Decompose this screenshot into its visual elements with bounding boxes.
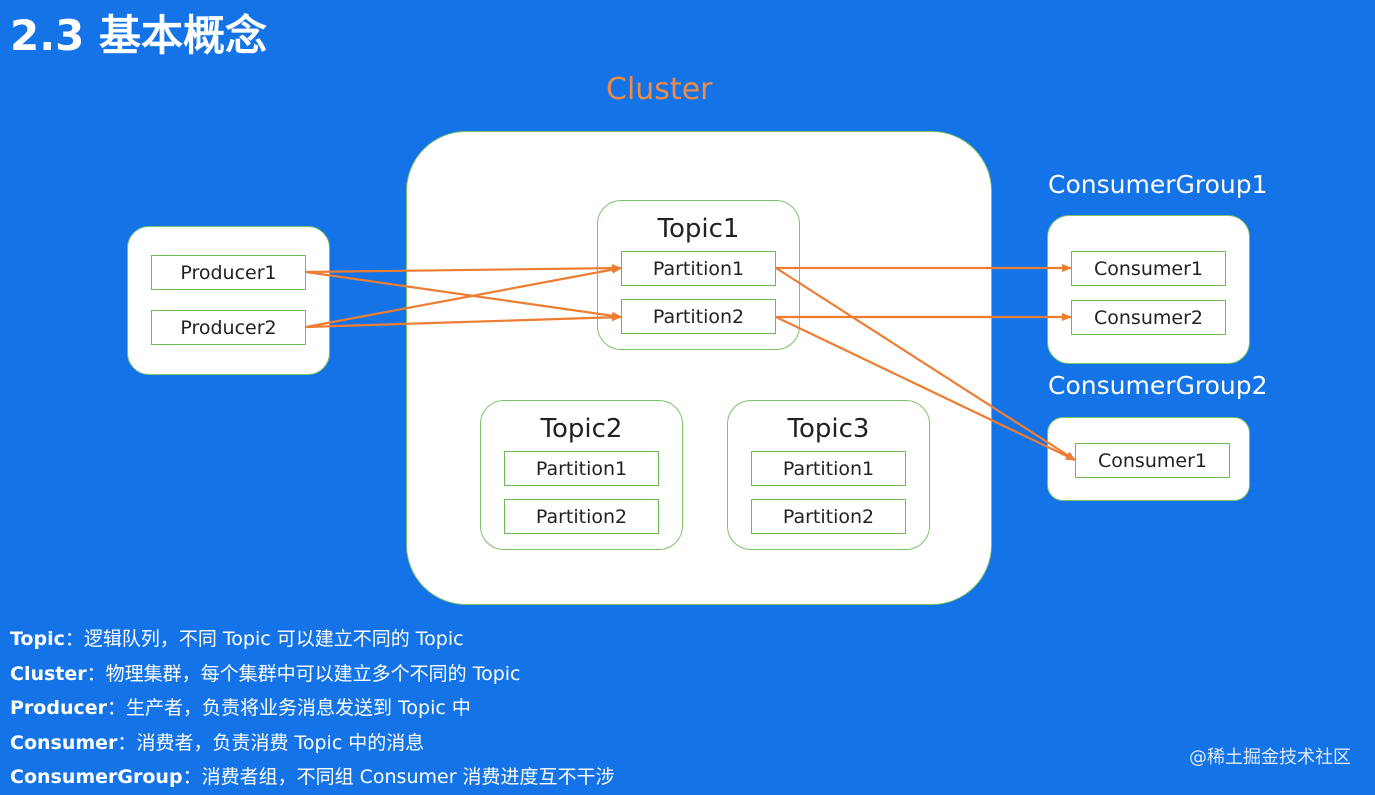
topic2-title: Topic2	[540, 414, 623, 444]
consumer-group1-title: ConsumerGroup1	[1048, 170, 1268, 199]
arrow-producer2-partition2	[305, 313, 622, 329]
legend-item-cluster: Cluster：物理集群，每个集群中可以建立多个不同的 Topic	[10, 662, 521, 685]
producer2-box: Producer2	[151, 310, 306, 345]
legend-item-consumergroup: ConsumerGroup：消费者组，不同组 Consumer 消费进度互不干涉	[10, 766, 615, 788]
topic1-title: Topic1	[657, 214, 740, 244]
group1-consumer1-box: Consumer1	[1071, 251, 1226, 286]
topic3-title: Topic3	[787, 414, 870, 444]
topic2-partition2-box: Partition2	[504, 499, 659, 534]
arrow-producer2-partition1	[305, 265, 622, 329]
group1-consumer2-box: Consumer2	[1071, 300, 1226, 335]
group2-consumer1-box: Consumer1	[1075, 443, 1230, 478]
watermark: @稀土掘金技术社区	[1189, 747, 1351, 768]
consumer-group2-title: ConsumerGroup2	[1048, 371, 1268, 400]
arrow-partition1-g2-consumer1	[775, 267, 1076, 461]
page-title: 2.3 基本概念	[10, 11, 268, 60]
arrow-partition2-g2-consumer1	[775, 316, 1076, 461]
legend: Topic：逻辑队列，不同 Topic 可以建立不同的 Topic Cluste…	[10, 622, 615, 795]
legend-item-producer: Producer：生产者，负责将业务消息发送到 Topic 中	[10, 697, 471, 719]
legend-item-topic: Topic：逻辑队列，不同 Topic 可以建立不同的 Topic	[10, 628, 464, 650]
topic2-partition1-box: Partition1	[504, 451, 659, 486]
topic1-partition2-box: Partition2	[621, 299, 776, 334]
topic3-partition1-box: Partition1	[751, 451, 906, 486]
arrow-producer1-partition1	[305, 264, 622, 274]
producers-panel	[127, 226, 330, 375]
legend-item-consumer: Consumer：消费者，负责消费 Topic 中的消息	[10, 731, 425, 754]
consumer-group1-panel	[1047, 215, 1250, 364]
producer1-box: Producer1	[151, 255, 306, 290]
topic1-partition1-box: Partition1	[621, 251, 776, 286]
arrow-producer1-partition2	[305, 270, 622, 320]
topic3-partition2-box: Partition2	[751, 499, 906, 534]
cluster-label: Cluster	[606, 72, 713, 107]
